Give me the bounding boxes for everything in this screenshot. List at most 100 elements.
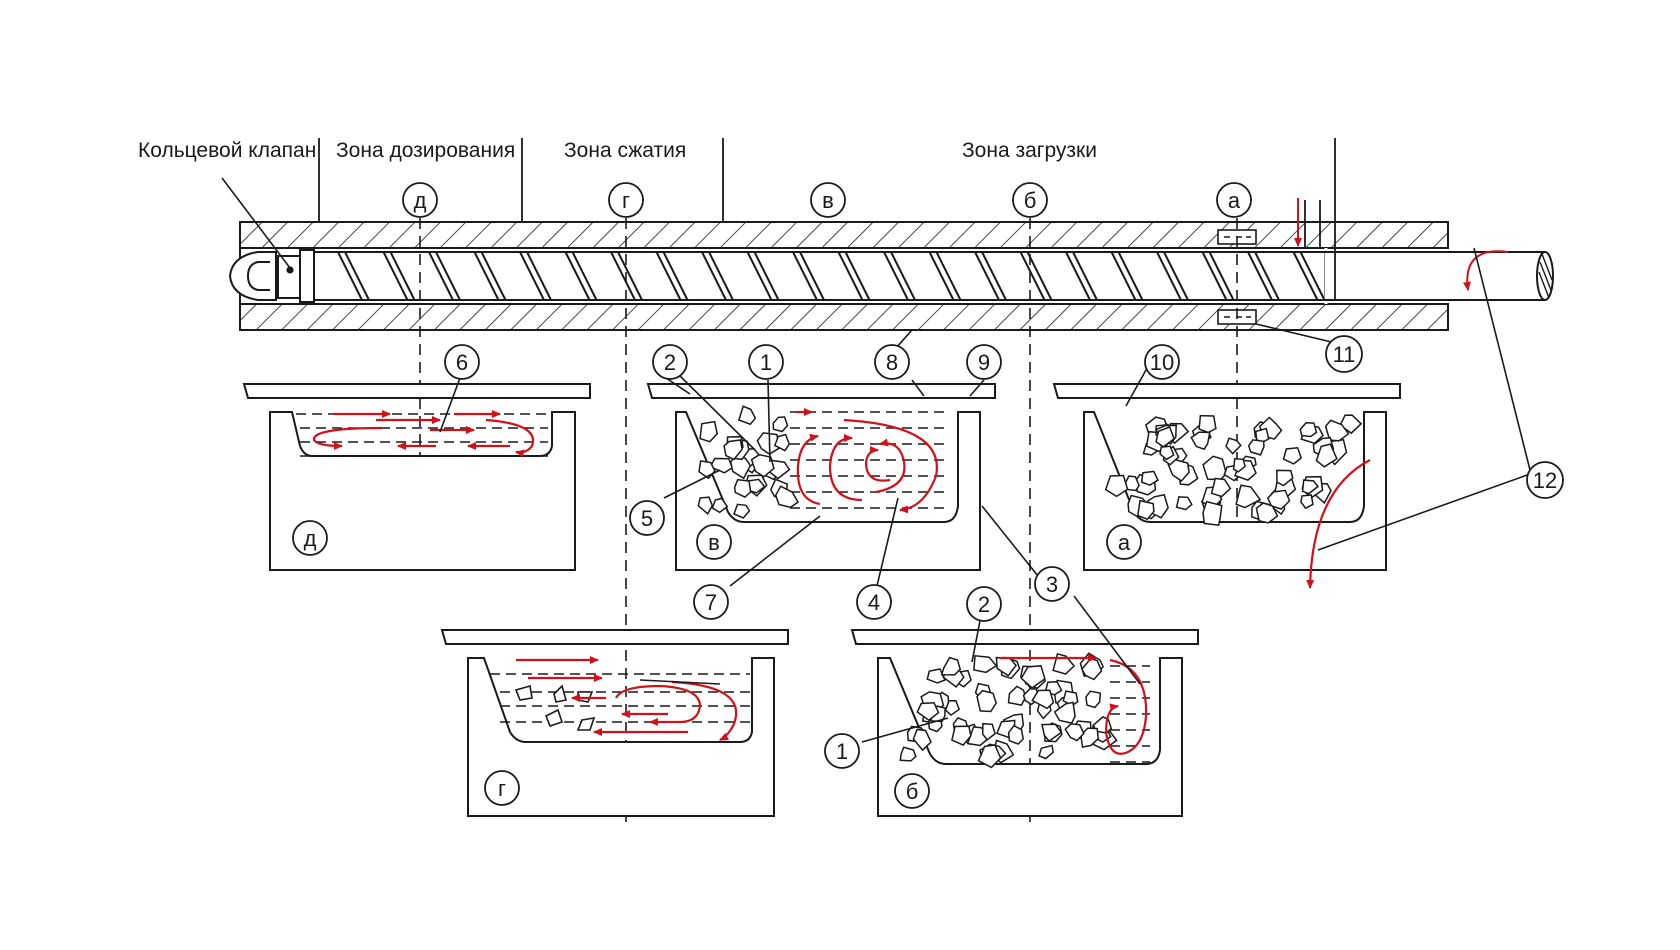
rotation-arrow [1462, 250, 1509, 291]
screw-flight [890, 251, 916, 301]
granule [1324, 419, 1350, 442]
screw-flight [753, 251, 780, 301]
screw-flight [1201, 251, 1228, 301]
screw-flight [382, 251, 409, 301]
zone-compression: Зона сжатия [564, 139, 686, 162]
marker-g-top: г [622, 188, 630, 213]
barrel-top-wall [239, 221, 1449, 249]
screw-flight [792, 251, 818, 301]
section-markers-bottom [292, 520, 1142, 809]
callout-10: 10 [1150, 350, 1174, 375]
screw-flight [1247, 251, 1273, 301]
granule [1301, 479, 1319, 495]
screw-flight [655, 251, 682, 301]
granule [977, 744, 1002, 769]
marker-v-top: в [822, 188, 834, 213]
granule [1198, 414, 1217, 434]
screw-flight [708, 251, 734, 301]
screw-flight [389, 251, 416, 301]
granule [750, 453, 775, 478]
zone-ring-valve: Кольцевой клапан [138, 139, 316, 162]
marker-a-bottom: а [1118, 530, 1131, 555]
granule [1136, 499, 1155, 521]
section-b [850, 629, 1199, 817]
section-markers-top [402, 182, 1252, 218]
callout-8: 8 [886, 350, 898, 375]
callout-12: 12 [1533, 468, 1557, 493]
screw-flight [935, 251, 962, 301]
granule [711, 497, 729, 514]
granule [1020, 664, 1046, 689]
screw-flight [435, 251, 461, 301]
granule [697, 496, 714, 515]
callout-4: 4 [868, 590, 880, 615]
granule [1064, 723, 1085, 742]
granule [1202, 500, 1223, 527]
screw-flight [526, 251, 552, 301]
section-d [242, 383, 591, 571]
screw-flight [799, 251, 825, 301]
screw-flight [344, 251, 370, 301]
granule [916, 702, 940, 722]
granule [1041, 723, 1063, 743]
granule [699, 420, 719, 443]
granule [1266, 489, 1291, 510]
screw-flight [1019, 251, 1046, 301]
screw-flight [610, 251, 636, 301]
screw-flight [1117, 251, 1144, 301]
zone-feed: Зона загрузки [962, 139, 1097, 162]
screw-shaft-exit [1324, 251, 1546, 301]
screw-flight [928, 251, 955, 301]
screw-flight [1065, 251, 1091, 301]
screw-flight [564, 251, 591, 301]
granule [976, 689, 998, 713]
granule [733, 503, 751, 519]
granule [995, 656, 1017, 677]
granule [1232, 458, 1246, 473]
section-a [1052, 383, 1401, 589]
granule [1167, 458, 1190, 482]
granule [1276, 469, 1294, 487]
granule [1085, 690, 1102, 709]
marker-g-bottom: г [498, 776, 506, 801]
zone-dividers [318, 138, 1336, 300]
screw-flight [1110, 251, 1137, 301]
granule [1140, 470, 1159, 487]
screw-flight [519, 251, 545, 301]
granule [981, 722, 996, 741]
zone-metering: Зона дозирования [336, 139, 515, 162]
screw-flight [428, 251, 454, 301]
callout-7: 7 [705, 590, 717, 615]
granule [1315, 443, 1338, 468]
ring-valve-leader [221, 177, 291, 269]
granule [1031, 689, 1055, 710]
callout-2-top: 2 [664, 350, 676, 375]
granule [1210, 477, 1232, 498]
screw-flight [1292, 251, 1319, 301]
screw-flight [1026, 251, 1053, 301]
granule [1155, 426, 1175, 448]
callout-circles [444, 335, 1564, 769]
callout-6: 6 [456, 350, 468, 375]
granule [1007, 724, 1025, 745]
granule [772, 416, 789, 433]
screw-flight [337, 251, 363, 301]
screw-flight [1163, 251, 1189, 301]
screw-flight [844, 251, 871, 301]
granule [773, 433, 791, 452]
granule [1104, 474, 1129, 498]
marker-b-bottom: б [906, 779, 919, 804]
granule [1080, 657, 1103, 681]
granule [899, 746, 917, 762]
granule [1202, 455, 1228, 481]
screw-flight [473, 251, 500, 301]
granule [1053, 701, 1076, 724]
granule [973, 654, 998, 674]
screw-flight [746, 251, 773, 301]
screw-flight [1254, 251, 1280, 301]
marker-a-top: а [1228, 188, 1241, 213]
screw-flight [480, 251, 507, 301]
granule [1235, 484, 1262, 509]
granule [912, 728, 932, 752]
